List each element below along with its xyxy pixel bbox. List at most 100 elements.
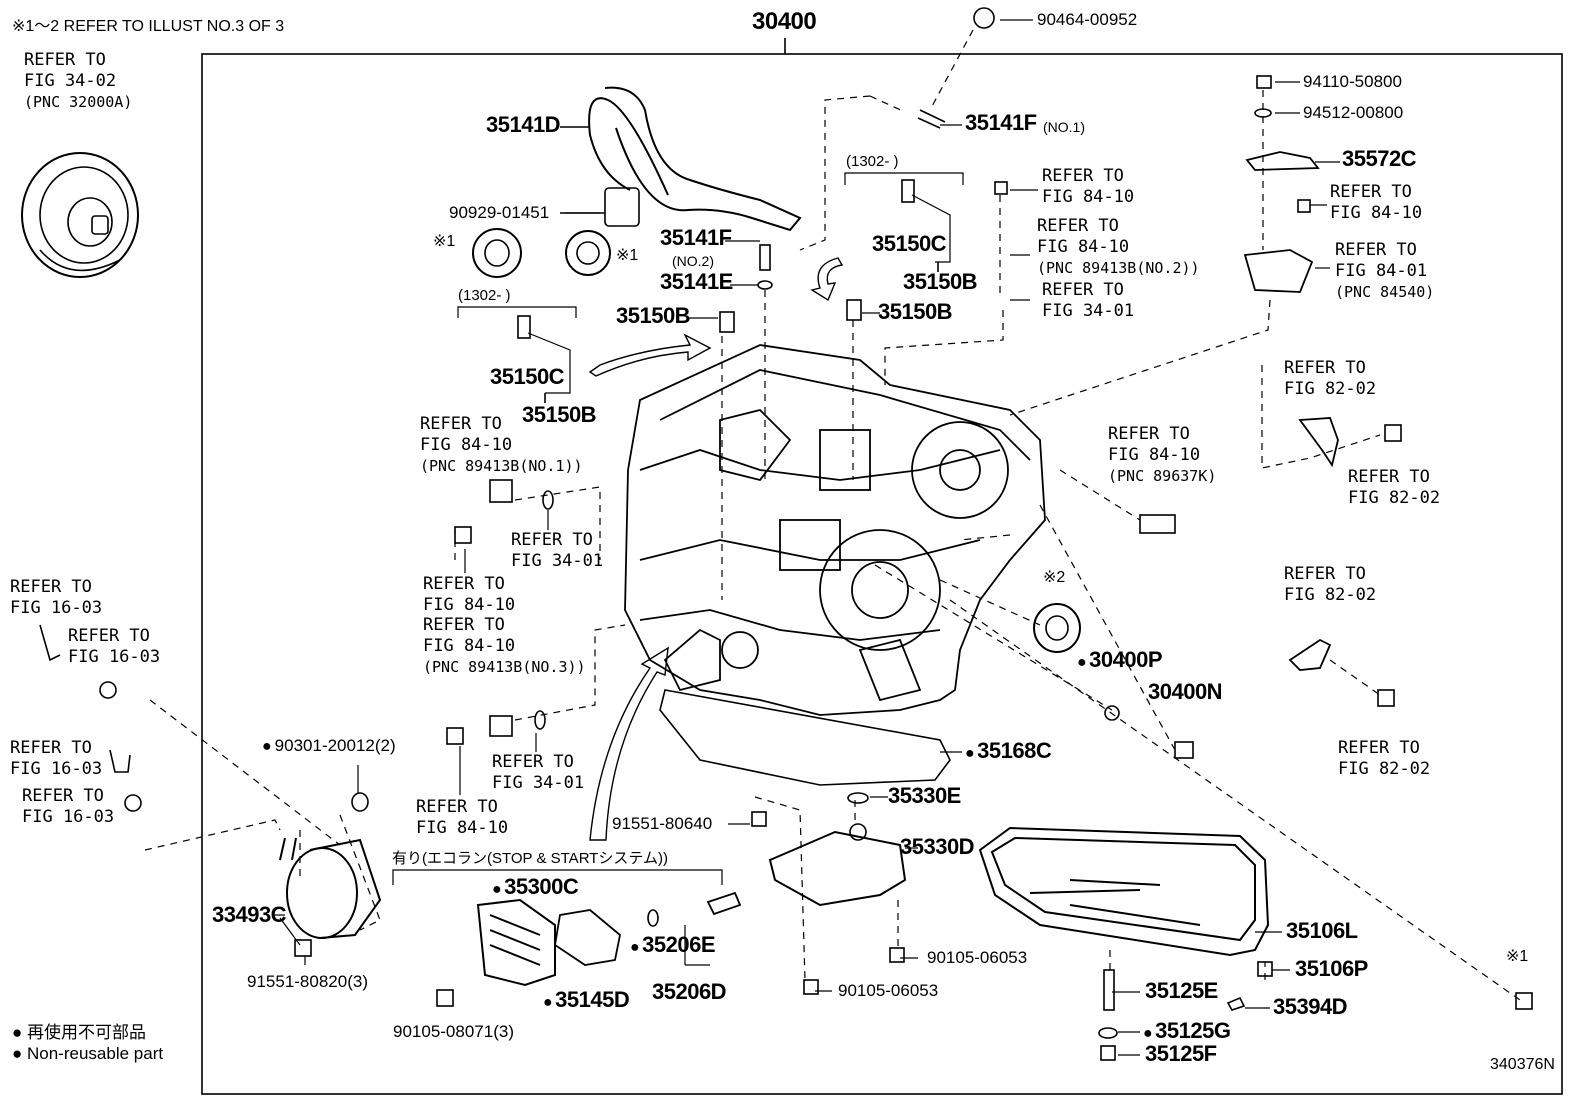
part-35106L[interactable]: 35106L xyxy=(1286,918,1358,943)
refer-line: REFER TO xyxy=(423,615,505,635)
part-35206E[interactable]: 35206E xyxy=(630,934,715,958)
part-35300C[interactable]: 35300C xyxy=(492,876,579,900)
refer-line: FIG 82-02 xyxy=(1284,585,1377,605)
refer-line: FIG 16-03 xyxy=(68,647,161,667)
part-35150B-d[interactable]: 35150B xyxy=(522,402,597,427)
pan-gasket-drawing xyxy=(659,689,951,786)
part-35141F-no1-suffix: (NO.1) xyxy=(1043,119,1085,135)
part-35150B-b[interactable]: 35150B xyxy=(878,299,953,324)
refer-line: FIG 84-10 xyxy=(416,818,509,838)
part-35141F-no2[interactable]: 35141F xyxy=(660,225,732,250)
part-35168C[interactable]: 35168C xyxy=(965,740,1052,764)
rotate-arrow xyxy=(810,257,844,302)
refer-line: REFER TO xyxy=(10,738,92,758)
part-33493C[interactable]: 33493C xyxy=(212,902,287,927)
bracket-82-02-b-drawing xyxy=(1288,638,1332,671)
refer-line: REFER TO xyxy=(1348,467,1430,487)
part-94110-50800[interactable]: 94110-50800 xyxy=(1303,72,1402,91)
part-35150B-a[interactable]: 35150B xyxy=(616,303,691,328)
part-35141D[interactable]: 35141D xyxy=(486,112,561,137)
refer-line: REFER TO xyxy=(22,786,104,806)
part-35141F-no1[interactable]: 35141F xyxy=(965,110,1037,135)
refer-line: REFER TO xyxy=(492,752,574,772)
hose-drawing xyxy=(588,86,802,232)
pipe-35206D-drawing xyxy=(706,891,742,916)
assembly-number[interactable]: 30400 xyxy=(752,8,817,35)
part-35330E[interactable]: 35330E xyxy=(888,783,961,808)
part-94512-00800[interactable]: 94512-00800 xyxy=(1303,103,1404,122)
part-91551-80640[interactable]: 91551-80640 xyxy=(612,814,713,833)
refer-line: FIG 82-02 xyxy=(1348,488,1441,508)
part-91551-80820[interactable]: 91551-80820(3) xyxy=(247,972,368,991)
refer-line: (PNC 32000A) xyxy=(24,93,133,111)
refer-line: REFER TO xyxy=(1284,564,1366,584)
refer-line: (PNC 89413B(NO.1)) xyxy=(420,457,583,475)
part-35150B-c[interactable]: 35150B xyxy=(903,269,978,294)
refer-line: REFER TO xyxy=(420,414,502,434)
refer-line: FIG 84-10 xyxy=(1108,445,1201,465)
legend-en: ● Non-reusable part xyxy=(12,1044,164,1063)
legend-jp: ● 再使用不可部品 xyxy=(12,1023,146,1042)
part-90105-06053-b[interactable]: 90105-06053 xyxy=(838,981,939,1000)
assembly-frame xyxy=(201,53,1563,1095)
refer-line: REFER TO xyxy=(423,574,505,594)
bracket-82-02-a-drawing xyxy=(1298,417,1339,468)
part-35572C[interactable]: 35572C xyxy=(1342,146,1417,171)
part-35330D[interactable]: 35330D xyxy=(900,834,975,859)
part-35206D[interactable]: 35206D xyxy=(652,979,727,1004)
refer-line: FIG 16-03 xyxy=(22,807,115,827)
part-35125F[interactable]: 35125F xyxy=(1145,1041,1217,1066)
refer-line: FIG 16-03 xyxy=(10,598,103,618)
part-90301-20012[interactable]: 90301-20012(2) xyxy=(262,736,396,757)
part-35106P[interactable]: 35106P xyxy=(1295,956,1368,981)
refer-line: (PNC 89413B(NO.2)) xyxy=(1037,259,1200,277)
refer-line: FIG 84-10 xyxy=(420,435,513,455)
oil-cooler-drawing xyxy=(279,837,382,939)
refer-line: FIG 82-02 xyxy=(1284,379,1377,399)
part-30400N[interactable]: 30400N xyxy=(1148,679,1223,704)
sensor-bracket-drawing xyxy=(1243,249,1314,293)
refer-line: (PNC 89637K) xyxy=(1108,467,1217,485)
part-90105-08071[interactable]: 90105-08071(3) xyxy=(393,1022,514,1041)
refer-line: REFER TO xyxy=(1037,216,1119,236)
part-35125G[interactable]: 35125G xyxy=(1143,1020,1231,1044)
refer-line: FIG 34-01 xyxy=(511,551,604,571)
part-35150C-b[interactable]: 35150C xyxy=(490,364,565,389)
refer-line: (PNC 84540) xyxy=(1335,283,1435,301)
part-90464-00952[interactable]: 90464-00952 xyxy=(1037,10,1138,29)
part-35125E[interactable]: 35125E xyxy=(1145,978,1218,1003)
part-90929-01451[interactable]: 90929-01451 xyxy=(449,203,550,222)
electric-pump-drawing xyxy=(476,898,556,987)
part-90105-06053-a[interactable]: 90105-06053 xyxy=(927,948,1028,967)
refer-line: REFER TO xyxy=(10,577,92,597)
refer-line: REFER TO xyxy=(68,626,150,646)
part-35150C-a[interactable]: 35150C xyxy=(872,231,947,256)
part-30400P[interactable]: 30400P xyxy=(1077,649,1162,673)
part-35394D[interactable]: 35394D xyxy=(1273,994,1348,1019)
pump-gasket-drawing xyxy=(554,909,621,966)
part-35145D[interactable]: 35145D xyxy=(543,989,630,1013)
part-35141E[interactable]: 35141E xyxy=(660,269,733,294)
